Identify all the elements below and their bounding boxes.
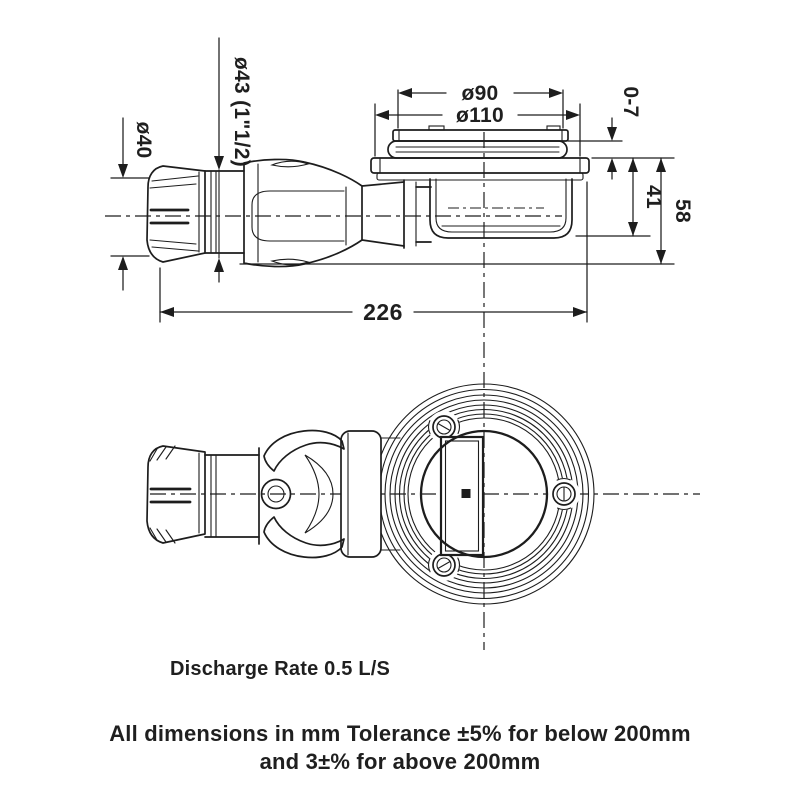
screw-right [547,477,581,511]
plan-cup-opening [419,429,549,559]
side-dimensions: ø40 ø43 (1"1/2) ø90 ø110 [110,37,694,325]
dim-pipe-diameter: ø43 (1"1/2) [214,37,253,283]
side-flange [370,157,590,181]
plan-inlet-pipe [204,454,260,538]
plan-view [146,383,595,605]
plan-trap-body [258,429,345,559]
tolerance-note-line1: All dimensions in mm Tolerance ±5% for b… [109,721,691,746]
dim-overall-length: 226 [159,181,588,325]
dim-flange-diameter: ø110 [374,103,581,157]
dim-trap-depth: 41 [575,157,675,237]
dim-label-overall-length: 226 [363,299,403,325]
side-seal-gasket [387,140,568,159]
screw-bottom-left [427,548,461,582]
dim-label-pipe-diameter: ø43 (1"1/2) [230,57,253,167]
dim-grate-diameter: ø90 [397,82,564,129]
dim-tile-adjustment: 0-7 [567,86,642,180]
dim-label-grate-diameter: ø90 [461,82,498,105]
side-inlet-pipe [204,170,245,254]
plan-compression-nut [146,445,206,544]
plan-hub-inner-circle [267,485,285,503]
dim-label-outlet-diameter: ø40 [132,121,155,158]
plan-outlet-socket [340,430,401,558]
side-grate-cover [392,125,569,142]
dim-label-total-height: 58 [671,199,694,223]
dim-label-tile-adjustment: 0-7 [619,86,642,117]
dim-label-flange-diameter: ø110 [456,104,504,127]
side-trap-body [243,158,363,268]
dim-total-height: 58 [239,157,694,265]
plan-fixing-screws [427,410,581,582]
dim-outlet-diameter: ø40 [110,117,155,291]
tolerance-note-line2: and 3±% for above 200mm [260,749,541,774]
notes: Discharge Rate 0.5 L/S All dimensions in… [109,658,691,774]
side-view [146,125,590,268]
side-outlet-adapter [361,179,432,249]
side-gully-cup [429,178,573,239]
plan-inlet-box [439,435,485,557]
discharge-rate-note: Discharge Rate 0.5 L/S [170,658,390,680]
centerline-end-marker [461,489,471,498]
centerlines [105,132,700,650]
dim-label-trap-depth: 41 [642,185,665,209]
side-compression-nut [146,165,206,263]
plan-hub-outer-circle [260,478,292,510]
